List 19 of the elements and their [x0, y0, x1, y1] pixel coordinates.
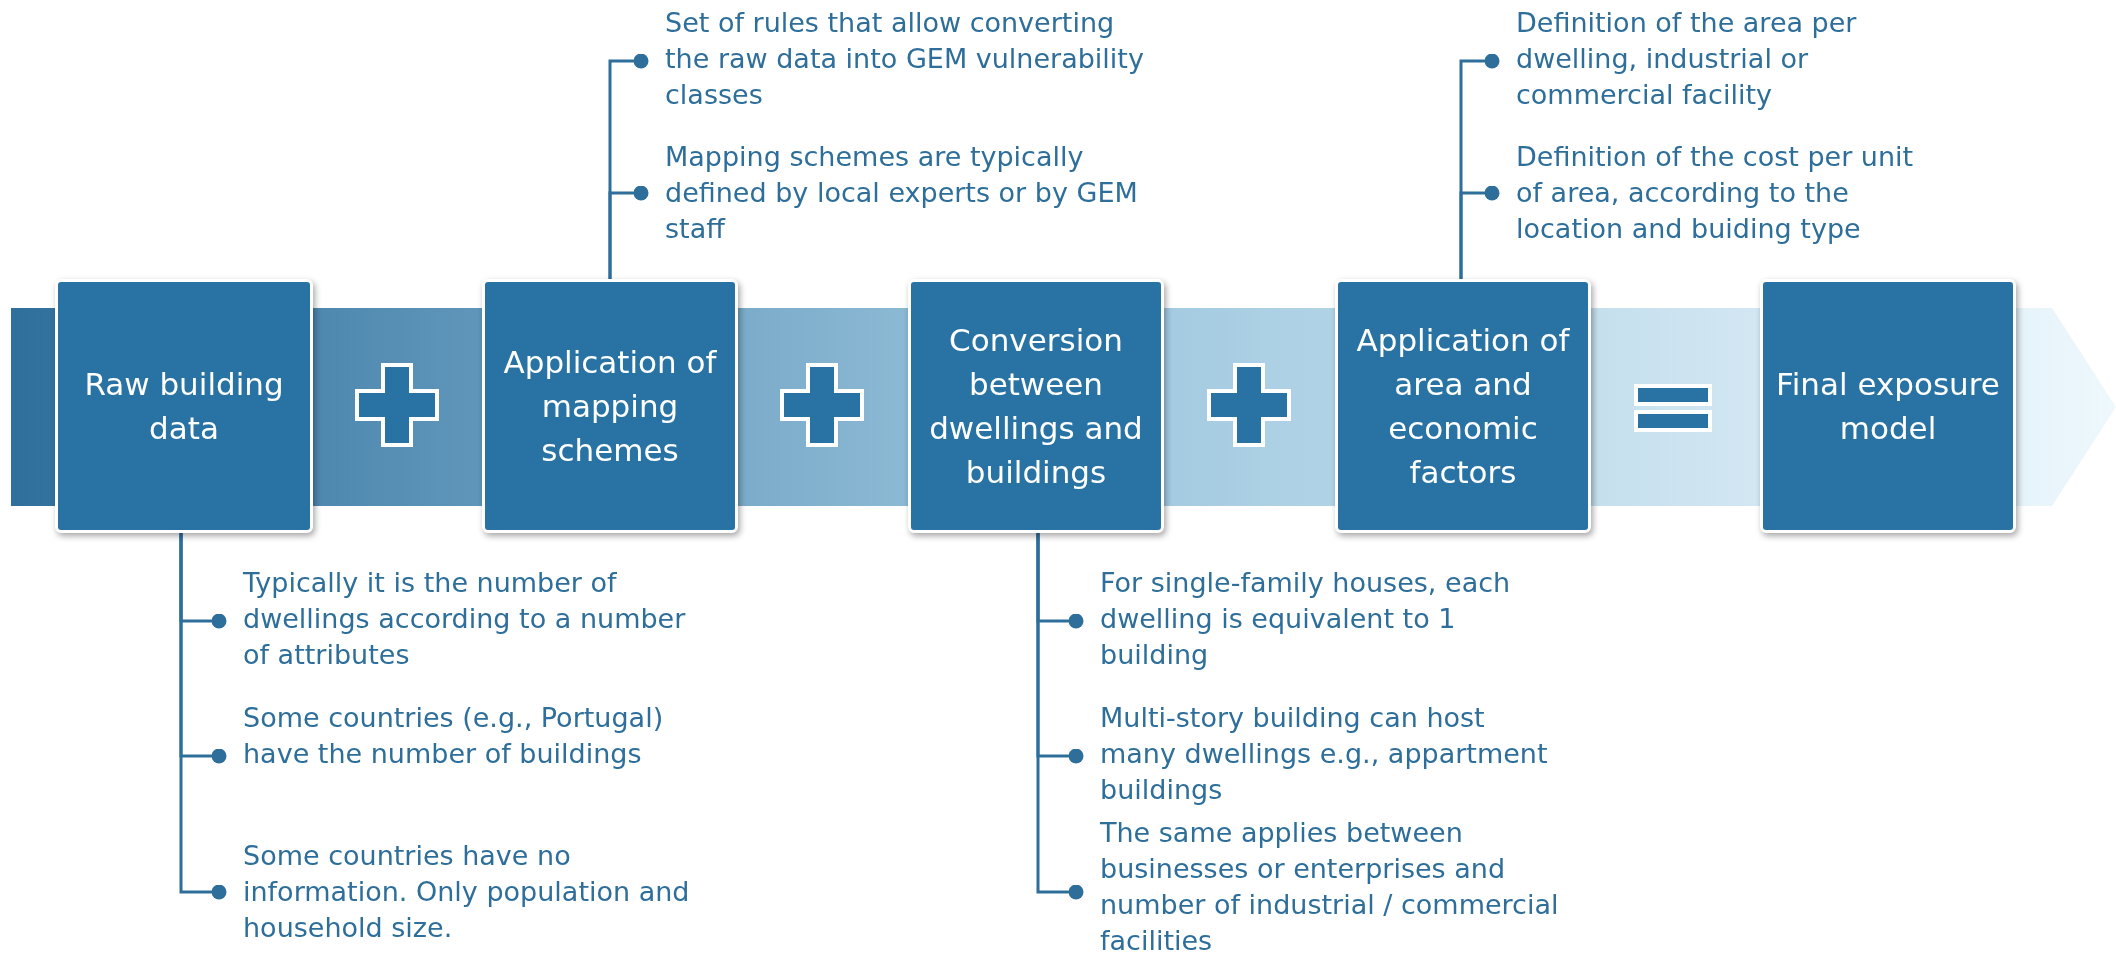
callout-text: Some countries have no information. Only population and household size.	[219, 838, 699, 946]
callout-text: Definition of the area per dwelling, industrial or commercial facility	[1492, 5, 1942, 113]
process-box: Conversion between dwellings and buildings	[908, 279, 1164, 533]
process-box: Final exposure model	[1760, 279, 2016, 533]
callout-text: Definition of the cost per unit of area, according to the location and buiding type	[1492, 139, 1942, 247]
process-box: Application of area and economic factors	[1335, 279, 1591, 533]
leader-line	[1036, 533, 1084, 900]
callout-text: Typically it is the number of dwellings according to a number of attributes	[219, 565, 699, 673]
leader-line	[1459, 185, 1500, 279]
callout-text: Set of rules that allow converting the raw data into GEM vulnerability classes	[641, 5, 1146, 113]
process-box: Application of mapping schemes	[482, 279, 738, 533]
callout-text: Some countries (e.g., Portugal) have the number of buildings	[219, 700, 699, 772]
leader-line	[608, 185, 649, 279]
callout-text: Mapping schemes are typically defined by local experts or by GEM staff	[641, 139, 1146, 247]
callout-text: For single-family houses, each dwelling is equivalent to 1 building	[1076, 565, 1561, 673]
callout-text: The same applies between businesses or enterprises and number of industrial / commercial facilities	[1076, 815, 1561, 959]
leader-line	[179, 533, 227, 900]
process-box: Raw building data	[55, 279, 313, 533]
callout-text: Multi-story building can host many dwellings e.g., appartment buildings	[1076, 700, 1561, 808]
